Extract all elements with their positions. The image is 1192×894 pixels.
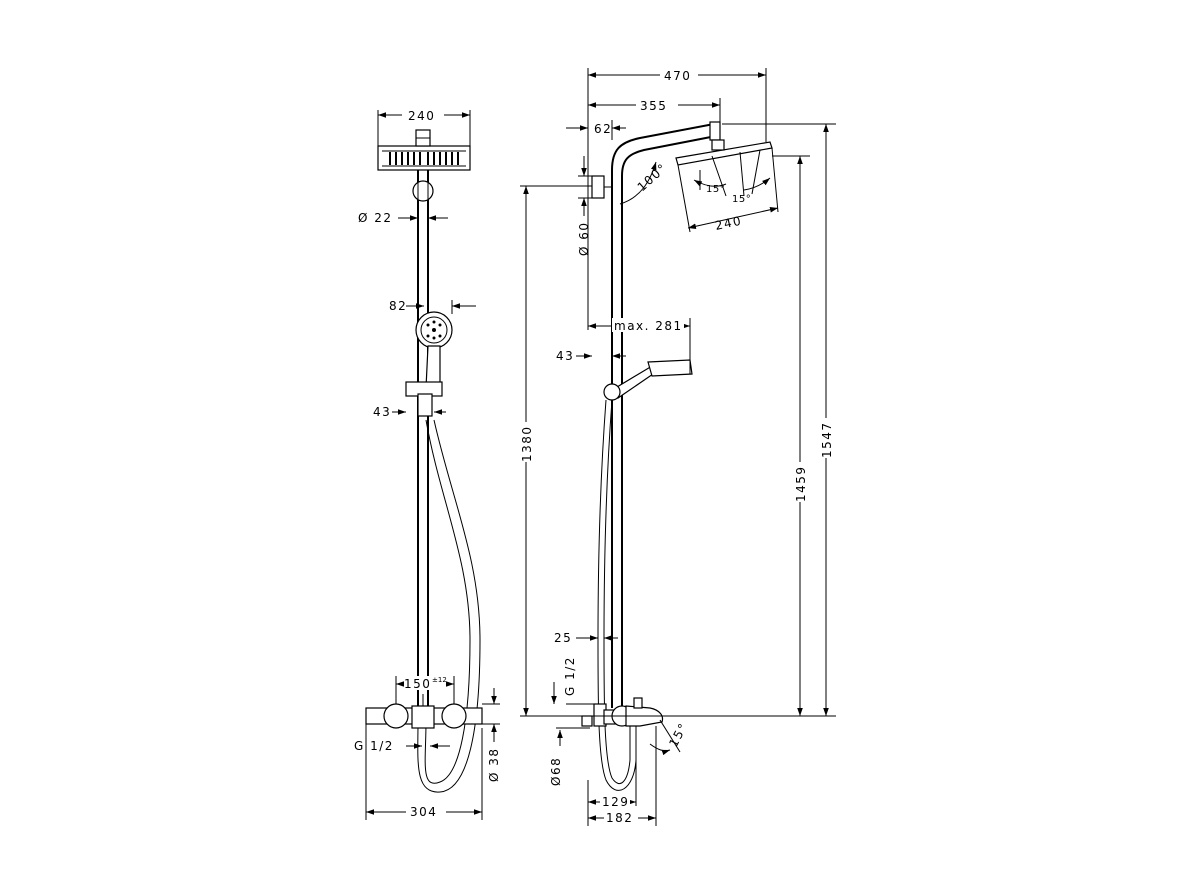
label-front-304: 304	[410, 805, 437, 819]
riser-and-arm-side	[591, 121, 721, 708]
overhead-shower-side	[675, 139, 779, 233]
label-front-150: 150	[404, 677, 431, 691]
label-side-1380: 1380	[520, 425, 534, 462]
label-side-100deg: 100°	[635, 160, 670, 194]
label-side-15-left: 15°	[706, 184, 725, 195]
label-side-355: 355	[640, 99, 667, 113]
label-side-25: 25	[554, 631, 572, 645]
label-side-470: 470	[664, 69, 691, 83]
label-side-g12: G 1/2	[563, 656, 577, 696]
label-front-g12: G 1/2	[354, 739, 394, 753]
label-front-d38: Ø 38	[487, 747, 501, 782]
label-front-240: 240	[408, 109, 435, 123]
label-front-150-tol: ±12	[432, 676, 447, 684]
label-front-d22: Ø 22	[358, 211, 393, 225]
hose-side	[597, 399, 637, 791]
overhead-shower-front	[377, 129, 471, 171]
dimensions-side	[518, 68, 834, 826]
label-side-129: 129	[602, 795, 629, 809]
front-view: 240 Ø 22 82 43 150 ±12 G 1/2 Ø 38 304	[354, 108, 501, 820]
label-side-1459: 1459	[794, 465, 808, 502]
side-view: 470 355 62 100° 15° 15° 240 Ø 60 max. 28…	[518, 68, 836, 826]
label-side-d60: Ø 60	[577, 221, 591, 256]
label-side-1547: 1547	[820, 421, 834, 458]
label-side-15-right: 15°	[732, 194, 751, 205]
hand-shower-front	[405, 311, 453, 417]
label-side-max281: max. 281	[614, 319, 683, 333]
thermostat-front	[365, 694, 483, 729]
label-side-240: 240	[714, 214, 744, 233]
label-side-15deg: 15°	[666, 720, 690, 749]
label-side-62: 62	[594, 122, 612, 136]
label-front-43: 43	[373, 405, 391, 419]
hand-shower-side	[603, 359, 693, 401]
label-side-43: 43	[556, 349, 574, 363]
label-side-182: 182	[606, 811, 633, 825]
label-side-d68: Ø68	[549, 757, 563, 786]
label-front-82: 82	[389, 299, 407, 313]
riser-pipe-front	[412, 170, 434, 708]
dimensions-front	[365, 108, 500, 820]
